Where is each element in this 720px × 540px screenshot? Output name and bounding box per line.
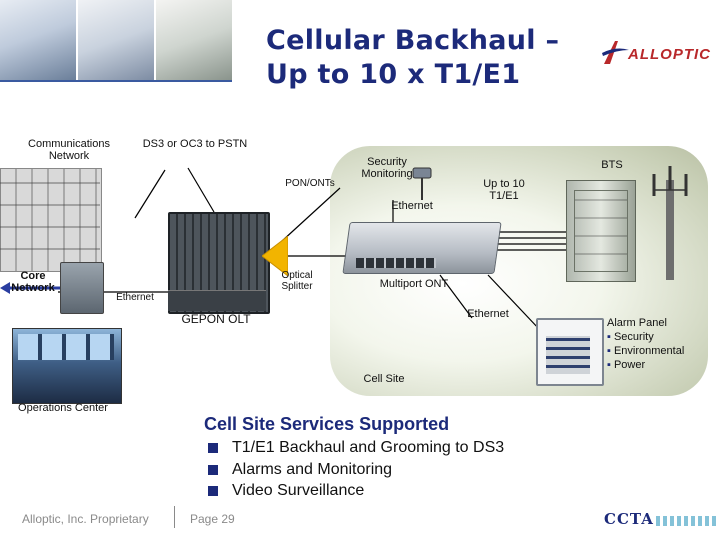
rack-shelf-lines (0, 168, 100, 270)
alloptic-logo-icon (602, 41, 629, 64)
footer-separator (174, 506, 175, 528)
services-list-item: T1/E1 Backhaul and Grooming to DS3 (208, 437, 504, 459)
bts-cabinet-image (566, 180, 636, 282)
alarm-panel-label-group: Alarm Panel ▪ Security ▪ Environmental ▪… (607, 316, 684, 372)
ds3-oc3-label: DS3 or OC3 to PSTN (142, 138, 248, 150)
header-photo-office-1 (0, 0, 78, 80)
multiport-ont-ports (356, 258, 436, 268)
cell-site-label: Cell Site (363, 373, 405, 385)
gepon-olt-fan-tray (168, 290, 266, 311)
bts-label: BTS (601, 159, 623, 171)
footer-company: Alloptic, Inc. Proprietary (22, 512, 149, 526)
ethernet-right-label: Ethernet (467, 308, 509, 320)
services-item-text: Video Surveillance (232, 482, 365, 499)
bts-cabinet-door-lines (574, 190, 628, 272)
core-router-image (60, 262, 104, 314)
gepon-olt-label: GEPON OLT (181, 312, 251, 326)
header-underline (0, 80, 232, 82)
alarm-item-power: ▪ Power (607, 358, 684, 372)
bullet-square-icon (208, 443, 218, 453)
services-list: T1/E1 Backhaul and Grooming to DS3 Alarm… (208, 437, 504, 502)
core-network-label: Core Network (11, 270, 55, 295)
alarm-item-environmental: ▪ Environmental (607, 344, 684, 358)
operations-center-screens (18, 334, 114, 360)
alarm-item-power-text: Power (613, 359, 646, 371)
alarm-item-security-text: Security (613, 331, 654, 343)
services-list-item: Video Surveillance (208, 480, 504, 502)
header-photo-strip (0, 0, 232, 80)
communications-network-rack-image (0, 168, 102, 272)
bullet-square-icon (208, 464, 218, 475)
services-title: Cell Site Services Supported (204, 414, 450, 434)
alarm-bullet-icon: ▪ (607, 359, 614, 371)
pon-onts-label: PON/ONTs (285, 178, 335, 189)
communications-network-label: Communications Network (28, 138, 110, 163)
security-monitoring-label: Security Monitoring (361, 156, 413, 181)
services-list-item: Alarms and Monitoring (208, 459, 504, 481)
services-item-text: Alarms and Monitoring (232, 460, 393, 478)
optical-splitter-icon (262, 236, 288, 276)
alarm-bullet-icon: ▪ (607, 331, 614, 343)
slide-title-line1: Cellular Backhaul – (266, 25, 560, 56)
cell-tower-icon (652, 166, 688, 280)
header-photo-office-2 (78, 0, 156, 80)
optical-splitter-label: Optical Splitter (281, 270, 313, 292)
services-item-text: T1/E1 Backhaul and Grooming to DS3 (232, 439, 505, 456)
alarm-item-security: ▪ Security (607, 330, 684, 344)
ccta-logo-wave-icon (656, 516, 716, 526)
ccta-logo-text: CCTA (604, 510, 654, 528)
alarm-item-environmental-text: Environmental (613, 345, 685, 357)
ethernet-left-label: Ethernet (116, 292, 154, 303)
bullet-square-icon (208, 486, 218, 496)
up-to-10-t1e1-label: Up to 10 T1/E1 (483, 178, 525, 203)
alarm-panel-label: Alarm Panel (607, 317, 667, 329)
multiport-ont-label: Multiport ONT (379, 278, 449, 290)
alarm-panel-buttons (546, 336, 590, 374)
footer-page-number: Page 29 (190, 512, 235, 526)
slide-title: Cellular Backhaul – Up to 10 x T1/E1 (266, 24, 559, 93)
header-photo-office-3 (156, 0, 232, 80)
core-network-arrow-icon (0, 282, 62, 294)
security-camera-icon (412, 167, 432, 200)
alloptic-logo-text: ALLOPTIC (628, 46, 711, 63)
alarm-bullet-icon: ▪ (607, 345, 614, 357)
slide-title-line2: Up to 10 x T1/E1 (266, 59, 521, 91)
operations-center-label: Operations Center (18, 402, 108, 414)
ethernet-top-label: Ethernet (391, 200, 433, 212)
